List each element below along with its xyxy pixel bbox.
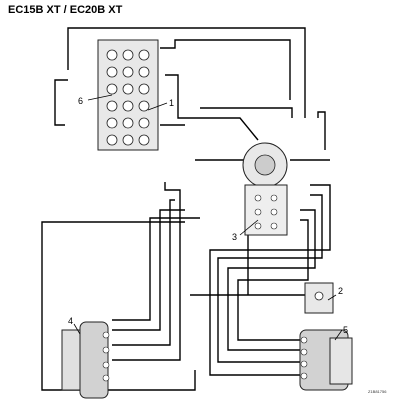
leader-5 bbox=[334, 329, 343, 341]
leader-6 bbox=[87, 94, 113, 101]
hose-drive-right-b bbox=[217, 194, 323, 363]
diagram-title: EC15B XT / EC20B XT bbox=[8, 4, 123, 16]
control-valve bbox=[97, 39, 159, 151]
hose-upper-right bbox=[160, 39, 291, 100]
hose-drive-right-c bbox=[227, 209, 316, 351]
shuttle-valve bbox=[304, 282, 334, 314]
leader-2 bbox=[327, 294, 337, 301]
travel-motor-left bbox=[61, 321, 110, 399]
hydraulic-lines bbox=[41, 27, 331, 391]
callout-3: 3 bbox=[232, 232, 237, 242]
hose-drive-left-b bbox=[112, 199, 175, 346]
callout-2: 2 bbox=[338, 286, 343, 296]
hose-valve-swivel-b bbox=[200, 107, 293, 118]
callout-6: 6 bbox=[78, 96, 83, 106]
figure-code: Z1B81756 bbox=[368, 389, 387, 394]
hose-drive-right-a bbox=[209, 184, 331, 376]
hose-drive-left-c bbox=[112, 209, 185, 331]
hose-drive-left-d bbox=[112, 217, 200, 321]
hose-drive-left-a bbox=[112, 182, 181, 361]
leader-3 bbox=[239, 219, 259, 236]
leader-1 bbox=[147, 102, 168, 111]
callout-5: 5 bbox=[343, 325, 348, 335]
hose-drive-right-d bbox=[237, 219, 309, 341]
hose-drive-left-drain bbox=[41, 221, 196, 391]
hose-top-loop bbox=[67, 27, 306, 118]
hose-right-return bbox=[317, 111, 326, 150]
swivel-joint bbox=[242, 142, 288, 236]
callout-leaders bbox=[73, 94, 343, 341]
hose-valve-left bbox=[54, 79, 68, 126]
leader-4 bbox=[73, 323, 81, 335]
travel-motor-right bbox=[299, 329, 353, 391]
callout-4: 4 bbox=[68, 316, 73, 326]
hose-valve-swivel-a bbox=[165, 74, 259, 141]
callout-1: 1 bbox=[169, 98, 174, 108]
